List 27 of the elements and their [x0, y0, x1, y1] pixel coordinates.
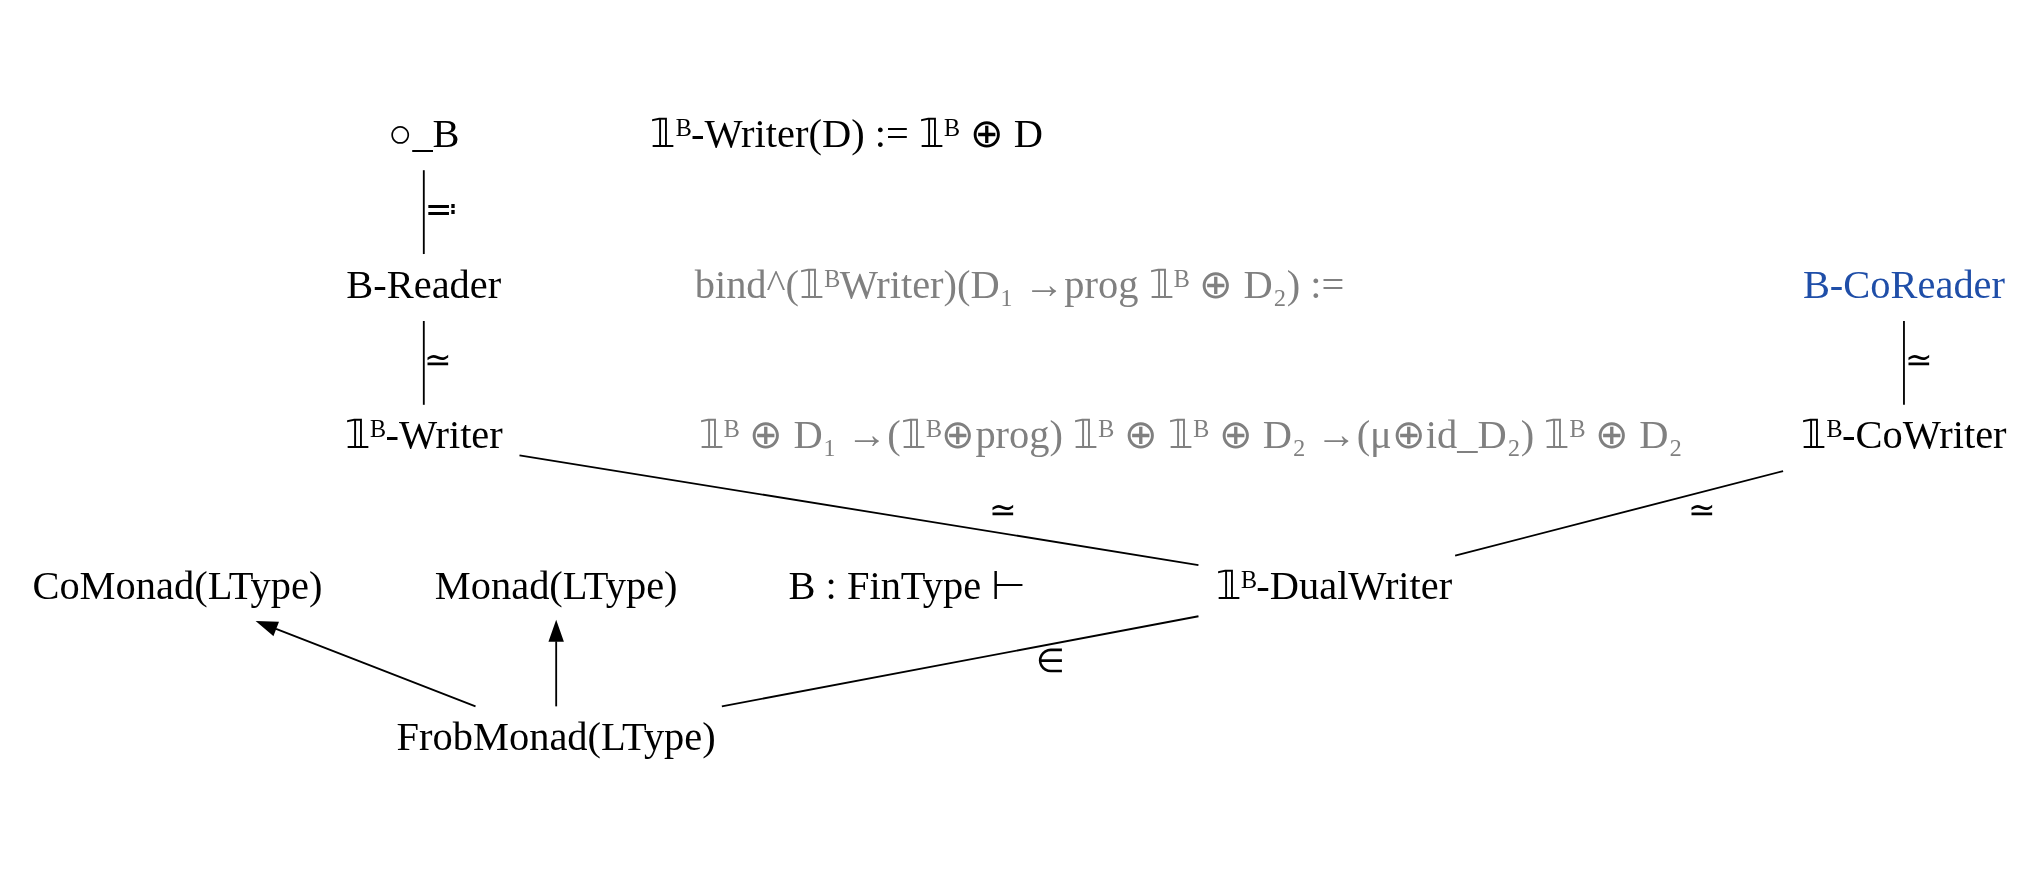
- arrow: [255, 620, 477, 708]
- connector: [422, 320, 425, 406]
- arrow: [548, 619, 564, 708]
- node-text: ○_B: [387, 110, 460, 156]
- node-text: FrobMonad(LType): [396, 713, 716, 759]
- label: B : FinType ⊢: [788, 563, 1027, 609]
- connector: [720, 615, 1200, 708]
- connector: [422, 169, 425, 255]
- node-text: 𝟙ᴮ-Writer: [344, 412, 503, 458]
- label: 𝟙ᴮ-Writer(D) := 𝟙ᴮ ⊕ D: [650, 110, 1043, 156]
- label: 𝟙ᴮ ⊕ D₁ →(𝟙ᴮ⊕prog) 𝟙ᴮ ⊕ 𝟙ᴮ ⊕ D₂ →(μ⊕id_D₂) 𝟙ᴮ ⊕ D₂: [698, 412, 1683, 458]
- node-text: 𝟙ᴮ-CoWriter: [1801, 412, 2007, 458]
- node-text: CoMonad(LType): [32, 563, 323, 609]
- edge-label: ≃: [988, 492, 1017, 529]
- edge-label: ≃: [1687, 492, 1716, 529]
- label: bind^(𝟙ᴮWriter)(D₁ →prog 𝟙ᴮ ⊕ D₂) :=: [694, 261, 1345, 307]
- node-text: B-Reader: [346, 261, 502, 307]
- node-text: B-CoReader: [1802, 261, 2006, 307]
- node-text: Monad(LType): [434, 563, 678, 609]
- edge-label: ∈: [1036, 643, 1066, 680]
- edge-label: ≃: [1904, 341, 1933, 378]
- connector: [518, 454, 1200, 566]
- node-text: 𝟙ᴮ-DualWriter: [1215, 563, 1453, 609]
- edge-label: ≕: [424, 190, 458, 227]
- connector: [1903, 320, 1905, 406]
- connector: [1454, 470, 1784, 557]
- edge-label: ≃: [424, 341, 453, 378]
